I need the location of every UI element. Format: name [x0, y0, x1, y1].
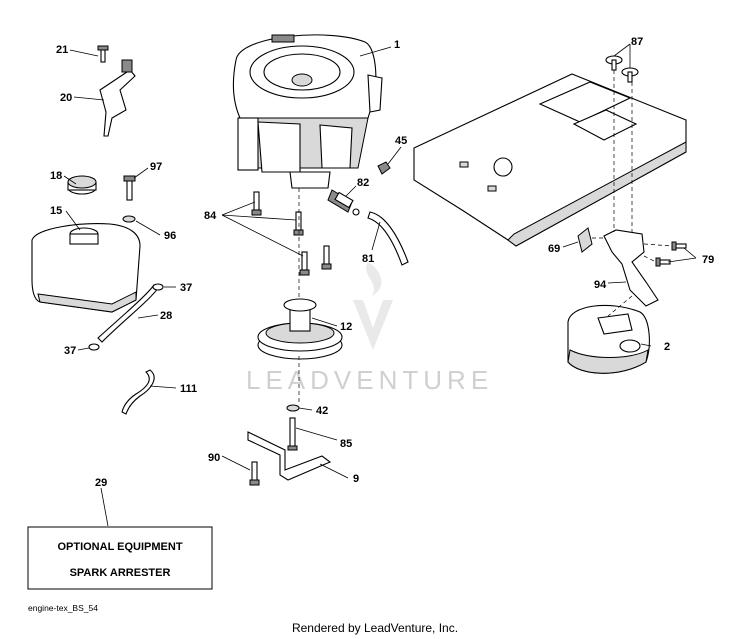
fuel-cap — [67, 175, 97, 195]
spark-arrester-label: SPARK ARRESTER — [70, 567, 171, 579]
gasket — [577, 227, 593, 253]
engine — [232, 34, 383, 189]
line-111 — [121, 369, 155, 415]
callout-29: 29 — [95, 477, 107, 489]
callout-15: 15 — [50, 205, 62, 217]
drawing-code: engine-tex_BS_54 — [28, 603, 98, 613]
exhaust-bolts — [655, 241, 687, 267]
leader-lines — [63, 43, 697, 527]
watermark-text: LEADVENTURE — [246, 365, 493, 395]
fuel-tank — [31, 223, 141, 313]
callout-45: 45 — [395, 135, 407, 147]
callout-42: 42 — [316, 405, 328, 417]
optional-equipment-box: OPTIONAL EQUIPMENT SPARK ARRESTER — [27, 526, 213, 590]
throttle-control — [99, 59, 136, 137]
optional-equipment-label: OPTIONAL EQUIPMENT — [57, 541, 182, 553]
callout-82: 82 — [357, 177, 369, 189]
callout-12: 12 — [340, 321, 352, 333]
callout-37-upper: 37 — [180, 282, 192, 294]
callout-1: 1 — [394, 39, 400, 51]
fuel-hose — [367, 211, 409, 266]
callout-18: 18 — [50, 170, 62, 182]
callout-90: 90 — [208, 452, 220, 464]
callout-87: 87 — [631, 36, 643, 48]
engine-bolts — [251, 191, 332, 276]
bolt-97 — [123, 175, 136, 201]
callout-94: 94 — [594, 279, 607, 291]
callout-84: 84 — [204, 210, 217, 222]
callout-37-lower: 37 — [64, 345, 76, 357]
callout-9: 9 — [353, 473, 359, 485]
fuel-line — [97, 284, 159, 343]
frame-bolts — [605, 55, 639, 83]
callout-96: 96 — [164, 230, 176, 242]
callout-69: 69 — [548, 243, 560, 255]
washer-42 — [286, 404, 300, 412]
exhaust-pipe — [603, 229, 659, 307]
screw-21 — [97, 45, 109, 63]
reference-lines — [298, 70, 673, 404]
callout-79: 79 — [702, 254, 714, 266]
callout-81: 81 — [362, 253, 374, 265]
bolt-85 — [287, 417, 298, 451]
watermark: LEADVENTURE — [246, 262, 493, 395]
hose-clamp-lower — [88, 343, 100, 351]
belt-guide — [247, 431, 332, 481]
footer-credit: Rendered by LeadVenture, Inc. — [292, 621, 458, 635]
hose-clamp-upper — [152, 283, 164, 291]
bolt-90 — [249, 461, 260, 486]
watermark-logo-icon — [353, 262, 393, 350]
fuel-filter — [327, 189, 360, 216]
washer-96 — [122, 215, 136, 223]
callout-2: 2 — [664, 341, 670, 353]
callout-labels: 1 45 82 81 84 12 42 85 9 90 87 69 79 94 … — [50, 36, 714, 489]
bolt-45 — [377, 161, 391, 175]
engine-pulley — [257, 298, 343, 360]
callout-28: 28 — [160, 310, 172, 322]
callout-85: 85 — [340, 438, 352, 450]
callout-21: 21 — [56, 44, 68, 56]
callout-111: 111 — [180, 383, 197, 395]
callout-20: 20 — [60, 92, 72, 104]
frame — [413, 73, 687, 247]
muffler — [567, 304, 650, 374]
callout-97: 97 — [150, 161, 162, 173]
